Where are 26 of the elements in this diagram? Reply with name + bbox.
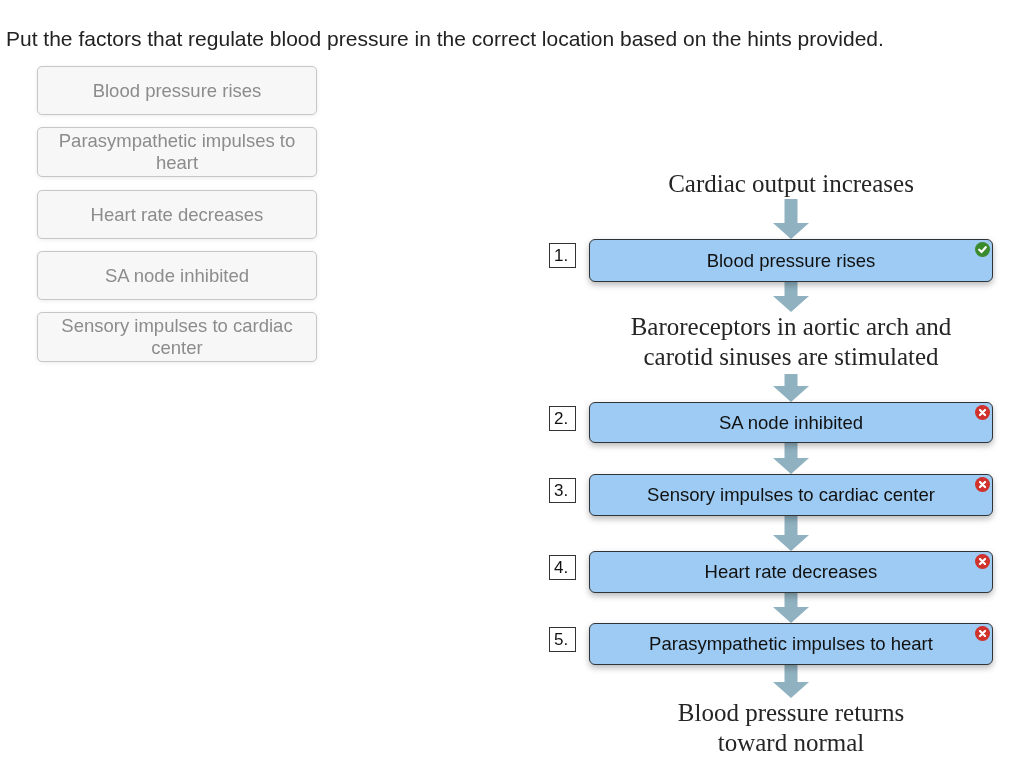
draggable-card: Blood pressure rises [37,66,317,115]
arrow [773,282,809,312]
hint-text: Cardiac output increases [591,169,991,199]
answer-text: Heart rate decreases [704,561,878,583]
step-number: 4. [549,555,576,580]
step-number: 5. [549,627,576,652]
answer-text: SA node inhibited [719,411,863,434]
question-text: Put the factors that regulate blood pressure in the correct location based on the hints provided. [6,27,884,51]
draggable-card: SA node inhibited [37,251,317,300]
answer-text: Parasympathetic impulses to heart [649,633,933,655]
draggable-card: Sensory impulses to cardiac center [37,312,317,362]
hint-text: Baroreceptors in aortic arch and carotid sinuses are stimulated [616,312,966,374]
arrow [773,443,809,474]
arrow [773,593,809,623]
draggable-card: Parasympathetic impulses to heart [37,127,317,177]
arrow [773,516,809,551]
step-number: 2. [549,406,576,431]
answer-text: Blood pressure rises [706,249,876,272]
arrow [773,665,809,698]
draggable-card: Heart rate decreases [37,190,317,239]
hint-text: Blood pressure returns toward normal [656,698,926,760]
step-number: 3. [549,478,576,503]
step-number: 1. [549,243,576,268]
arrow [773,374,809,402]
answer-text: Sensory impulses to cardiac center [647,484,935,506]
arrow [773,199,809,239]
